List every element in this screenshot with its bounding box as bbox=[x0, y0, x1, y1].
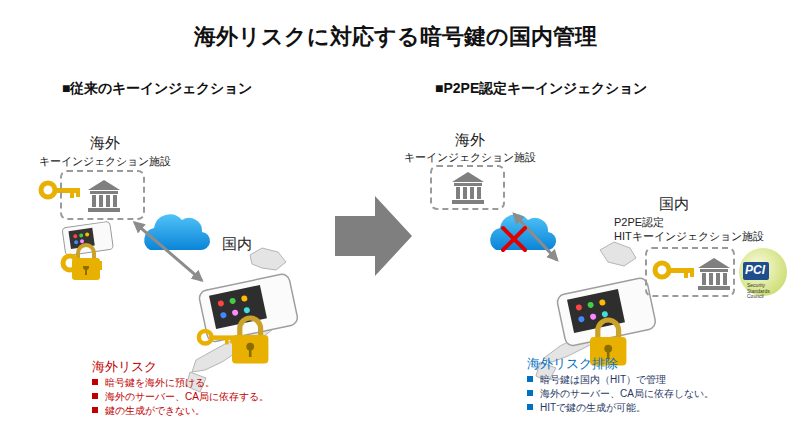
bullet-item: 暗号鍵を海外に預ける。 bbox=[92, 377, 215, 389]
text-label: ■P2PE認定キーインジェクション bbox=[435, 80, 647, 97]
label-text: PCI bbox=[745, 263, 765, 277]
label-text: 暗号鍵を海外に預ける。 bbox=[105, 377, 215, 388]
bullet-square bbox=[92, 407, 98, 413]
text-label: 海外リスク排除 bbox=[527, 356, 618, 372]
label-text: 海外のサーバー、CA局に依存する。 bbox=[105, 391, 269, 402]
bullet-item: 海外のサーバー、CA局に依存しない。 bbox=[527, 388, 714, 400]
facility-box: 海外キーインジェクション施設 bbox=[60, 170, 145, 220]
label-text: ■P2PE認定キーインジェクション bbox=[435, 80, 647, 96]
bullet-item: 鍵の生成ができない。 bbox=[92, 405, 205, 417]
text-label: ■従来のキーインジェクション bbox=[62, 80, 252, 97]
label-text: Security Standards Council bbox=[747, 282, 770, 299]
label-text: 暗号鍵は国内（HIT）で管理 bbox=[540, 374, 666, 385]
bullet-square bbox=[527, 390, 533, 396]
node-heading: 海外 bbox=[387, 131, 552, 150]
bullet-item: 海外のサーバー、CA局に依存する。 bbox=[92, 391, 269, 403]
facility-box: 国内P2PE認定 HITキーインジェクション施設 bbox=[645, 247, 735, 297]
node-heading: 国内 bbox=[222, 235, 262, 254]
label-text: 海外のサーバー、CA局に依存しない。 bbox=[540, 388, 714, 399]
bullet-square bbox=[527, 404, 533, 410]
node-heading: 国内 bbox=[659, 195, 699, 214]
label-text: HITで鍵の生成が可能。 bbox=[540, 402, 646, 413]
double-arrow bbox=[135, 223, 202, 281]
label-text: 海外リスク bbox=[92, 359, 157, 374]
node-label: キーインジェクション施設 bbox=[377, 151, 562, 165]
bullet-square bbox=[527, 376, 533, 382]
label-text: 鍵の生成ができない。 bbox=[105, 405, 205, 416]
bullet-square bbox=[92, 379, 98, 385]
text-label: PCI bbox=[745, 263, 765, 277]
text-label: 海外リスク bbox=[92, 359, 157, 375]
node-heading: 海外 bbox=[22, 134, 187, 153]
facility-box: 海外キーインジェクション施設 bbox=[430, 165, 505, 210]
bullet-item: 暗号鍵は国内（HIT）で管理 bbox=[527, 374, 666, 386]
region-node: 国内 bbox=[195, 283, 290, 348]
node-label: P2PE認定 HITキーインジェクション施設 bbox=[614, 216, 789, 244]
label-text: ■従来のキーインジェクション bbox=[62, 80, 252, 96]
bullet-square bbox=[92, 393, 98, 399]
label-text: 海外リスク排除 bbox=[527, 356, 618, 371]
text-label: Security Standards Council bbox=[747, 283, 781, 300]
bullet-item: HITで鍵の生成が可能。 bbox=[527, 402, 646, 414]
title: 海外リスクに対応する暗号鍵の国内管理 bbox=[0, 22, 790, 52]
node-label: キーインジェクション施設 bbox=[12, 155, 197, 169]
